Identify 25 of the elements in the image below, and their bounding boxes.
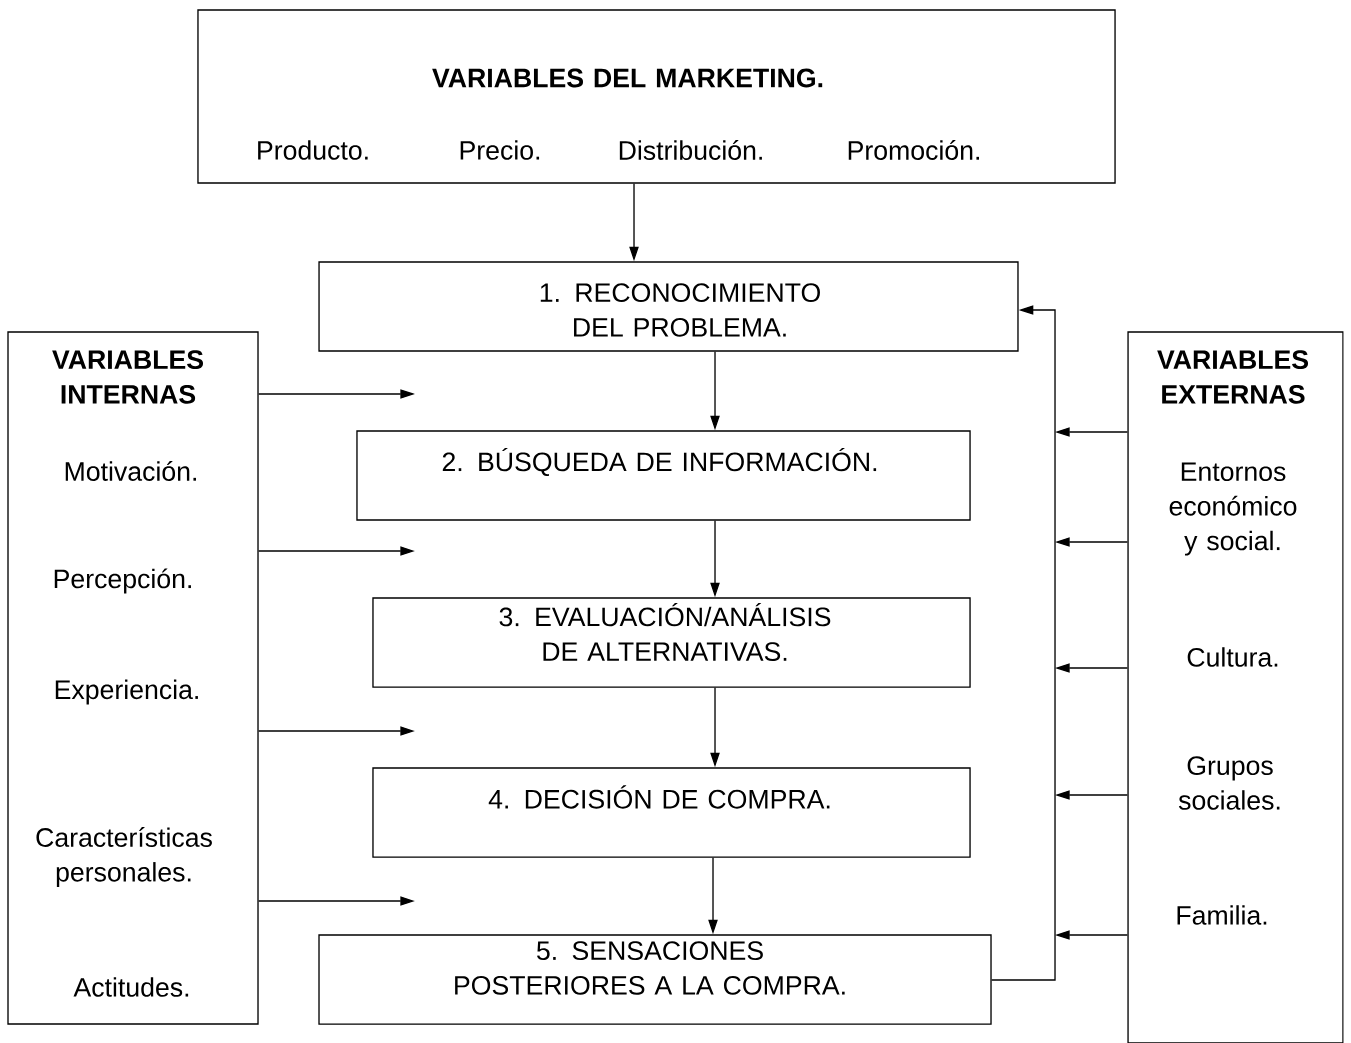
list-item: Percepción. bbox=[54, 568, 191, 594]
process-box: 3. EVALUACIÓN/ANÁLISIS DE ALTERNATIVAS. bbox=[372, 597, 971, 688]
list-item: Distribución. bbox=[619, 140, 762, 160]
list-item: Promoción. bbox=[848, 140, 979, 160]
process-box: 5. SENSACIONES POSTERIORES A LA COMPRA. bbox=[318, 934, 992, 1025]
list-item: Actitudes. bbox=[73, 977, 189, 997]
list-item: Motivación. bbox=[65, 461, 196, 481]
list-item: Grupos sociales. bbox=[1178, 756, 1280, 810]
box-heading: VARIABLES DEL MARKETING. bbox=[432, 68, 823, 88]
process-box: 1. RECONOCIMIENTO DEL PROBLEMA. bbox=[318, 261, 1019, 352]
list-item: Experiencia. bbox=[55, 679, 198, 705]
process-box: 2. BÚSQUEDA DE INFORMACIÓN. bbox=[356, 430, 971, 521]
variables-panel bbox=[7, 331, 259, 1025]
list-item: Familia. bbox=[1177, 905, 1267, 925]
list-item: Producto. bbox=[258, 140, 368, 160]
process-box: 4. DECISIÓN DE COMPRA. bbox=[372, 767, 971, 858]
variables-panel bbox=[1127, 331, 1344, 1043]
marketing-box bbox=[197, 9, 1116, 184]
box-heading: VARIABLES EXTERNAS bbox=[1157, 350, 1309, 404]
feedback-arrow bbox=[991, 305, 1056, 981]
list-item: Entornos económico y social. bbox=[1169, 462, 1297, 556]
list-item: Características personales. bbox=[36, 827, 212, 887]
list-item: Precio. bbox=[460, 140, 540, 160]
box-heading: VARIABLES INTERNAS bbox=[52, 350, 203, 404]
list-item: Cultura. bbox=[1187, 647, 1278, 667]
